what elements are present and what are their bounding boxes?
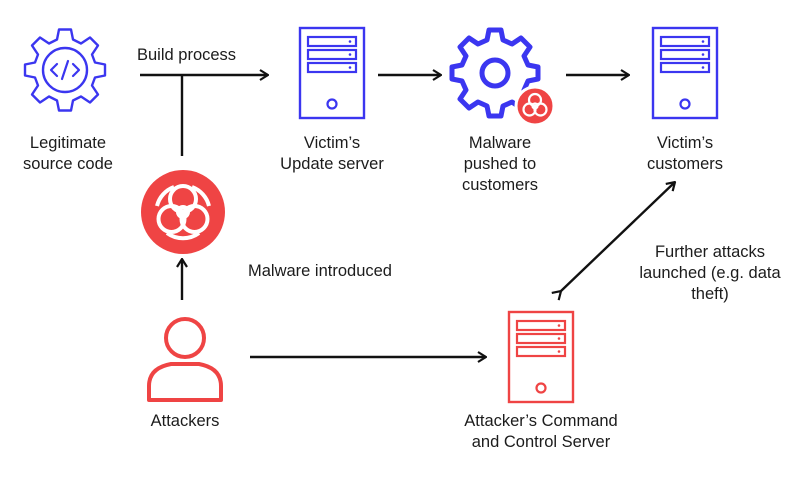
c2-server-icon bbox=[507, 310, 575, 404]
update-server-label: Victim’s Update server bbox=[280, 134, 384, 173]
source-code-label: Legitimate source code bbox=[23, 134, 113, 173]
c2-server-label: Attacker’s Command and Control Server bbox=[464, 412, 618, 451]
biohazard-icon bbox=[141, 170, 225, 254]
attackers-label: Attackers bbox=[150, 412, 220, 430]
gear-biohazard-icon bbox=[449, 27, 556, 127]
further-attacks-label: Further attacks launched (e.g. data thef… bbox=[639, 243, 781, 303]
user-icon bbox=[147, 317, 223, 402]
malware-introduced-label: Malware introduced bbox=[248, 262, 392, 280]
build-process-label: Build process bbox=[137, 46, 237, 64]
c2-customers-bidirectional-arrow bbox=[561, 182, 675, 291]
customers-server-icon bbox=[651, 26, 719, 120]
malware-pushed-label: Malware pushed to customers bbox=[461, 134, 539, 194]
gear-code-icon bbox=[23, 28, 107, 112]
update-server-icon bbox=[298, 26, 366, 120]
customers-label: Victim’s customers bbox=[646, 134, 724, 173]
